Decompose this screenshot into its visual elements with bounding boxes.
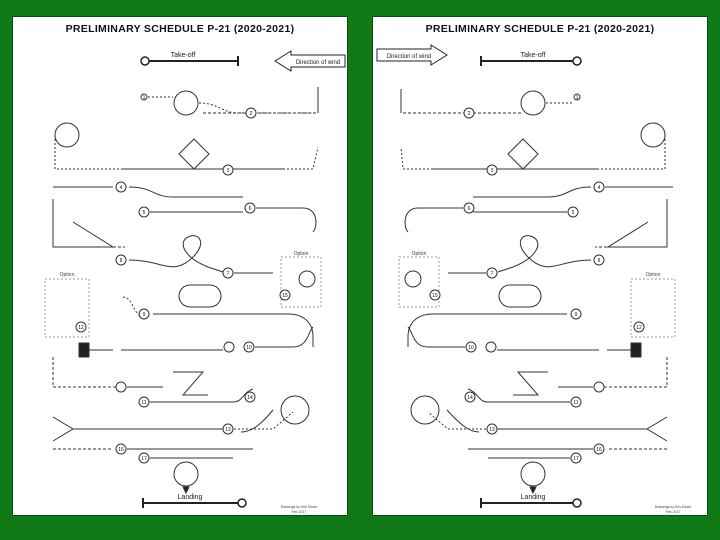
figure-number-14: 14 xyxy=(247,395,253,401)
figure-number-8: 8 xyxy=(120,258,123,264)
figure-number-15: 15 xyxy=(432,293,438,299)
takeoff-label: Take-off xyxy=(171,52,196,59)
figure-number-13: 13 xyxy=(489,427,495,433)
wind-label: Direction of wind xyxy=(296,60,340,66)
aerobatic-sequence-diagram: Take-off Direction of wind Option Option… xyxy=(13,17,347,515)
figure-number-15: 15 xyxy=(282,293,288,299)
figure-number-2: 2 xyxy=(250,111,253,117)
figure-number-3: 3 xyxy=(227,168,230,174)
figure-number-11: 11 xyxy=(141,400,146,406)
option-label: Option xyxy=(412,251,427,257)
schedule-sheet-right: PRELIMINARY SCHEDULE P-21 (2020-2021) xyxy=(372,16,708,516)
aerobatic-sequence-diagram: Take-off Direction of wind Option Option… xyxy=(373,17,707,515)
figure-number-16: 16 xyxy=(596,447,602,453)
option-label: Option xyxy=(60,272,75,278)
figure-number-13: 13 xyxy=(225,427,231,433)
figure-number-10: 10 xyxy=(246,345,252,351)
figure-number-5: 5 xyxy=(143,210,146,216)
footer-credit: Drawings by Kris Moxie xyxy=(281,505,318,509)
figure-number-6: 6 xyxy=(468,206,471,212)
figure-number-17: 17 xyxy=(573,456,579,462)
figure-number-12: 12 xyxy=(78,325,84,331)
figure-number-1: 1 xyxy=(143,95,146,101)
figure-number-2: 2 xyxy=(468,111,471,117)
figure-number-11: 11 xyxy=(573,400,578,406)
figure-number-17: 17 xyxy=(141,456,147,462)
option-label: Option xyxy=(294,251,309,257)
wind-label: Direction of wind xyxy=(387,54,431,60)
figure-number-16: 16 xyxy=(118,447,124,453)
figure-number-1: 1 xyxy=(576,95,579,101)
figure-number-8: 8 xyxy=(598,258,601,264)
figure-number-6: 6 xyxy=(249,206,252,212)
figure-number-9: 9 xyxy=(143,312,146,318)
option-label: Option xyxy=(646,272,661,278)
landing-label: Landing xyxy=(178,494,203,501)
footer-date: Feb 2017 xyxy=(292,510,307,514)
figure-number-5: 5 xyxy=(572,210,575,216)
figure-number-14: 14 xyxy=(467,395,473,401)
figure-number-10: 10 xyxy=(468,345,474,351)
schedule-sheet-left: PRELIMINARY SCHEDULE P-21 (2020-2021) xyxy=(12,16,348,516)
figure-number-9: 9 xyxy=(575,312,578,318)
takeoff-label: Take-off xyxy=(521,52,546,59)
figure-number-4: 4 xyxy=(598,185,601,191)
footer-credit: Drawings by Kris Moxie xyxy=(655,505,692,509)
landing-label: Landing xyxy=(521,494,546,501)
figure-number-7: 7 xyxy=(227,271,230,277)
figure-number-3: 3 xyxy=(491,168,494,174)
figure-number-4: 4 xyxy=(120,185,123,191)
figure-number-12: 12 xyxy=(636,325,642,331)
footer-date: Feb 2017 xyxy=(666,510,681,514)
figure-number-7: 7 xyxy=(491,271,494,277)
